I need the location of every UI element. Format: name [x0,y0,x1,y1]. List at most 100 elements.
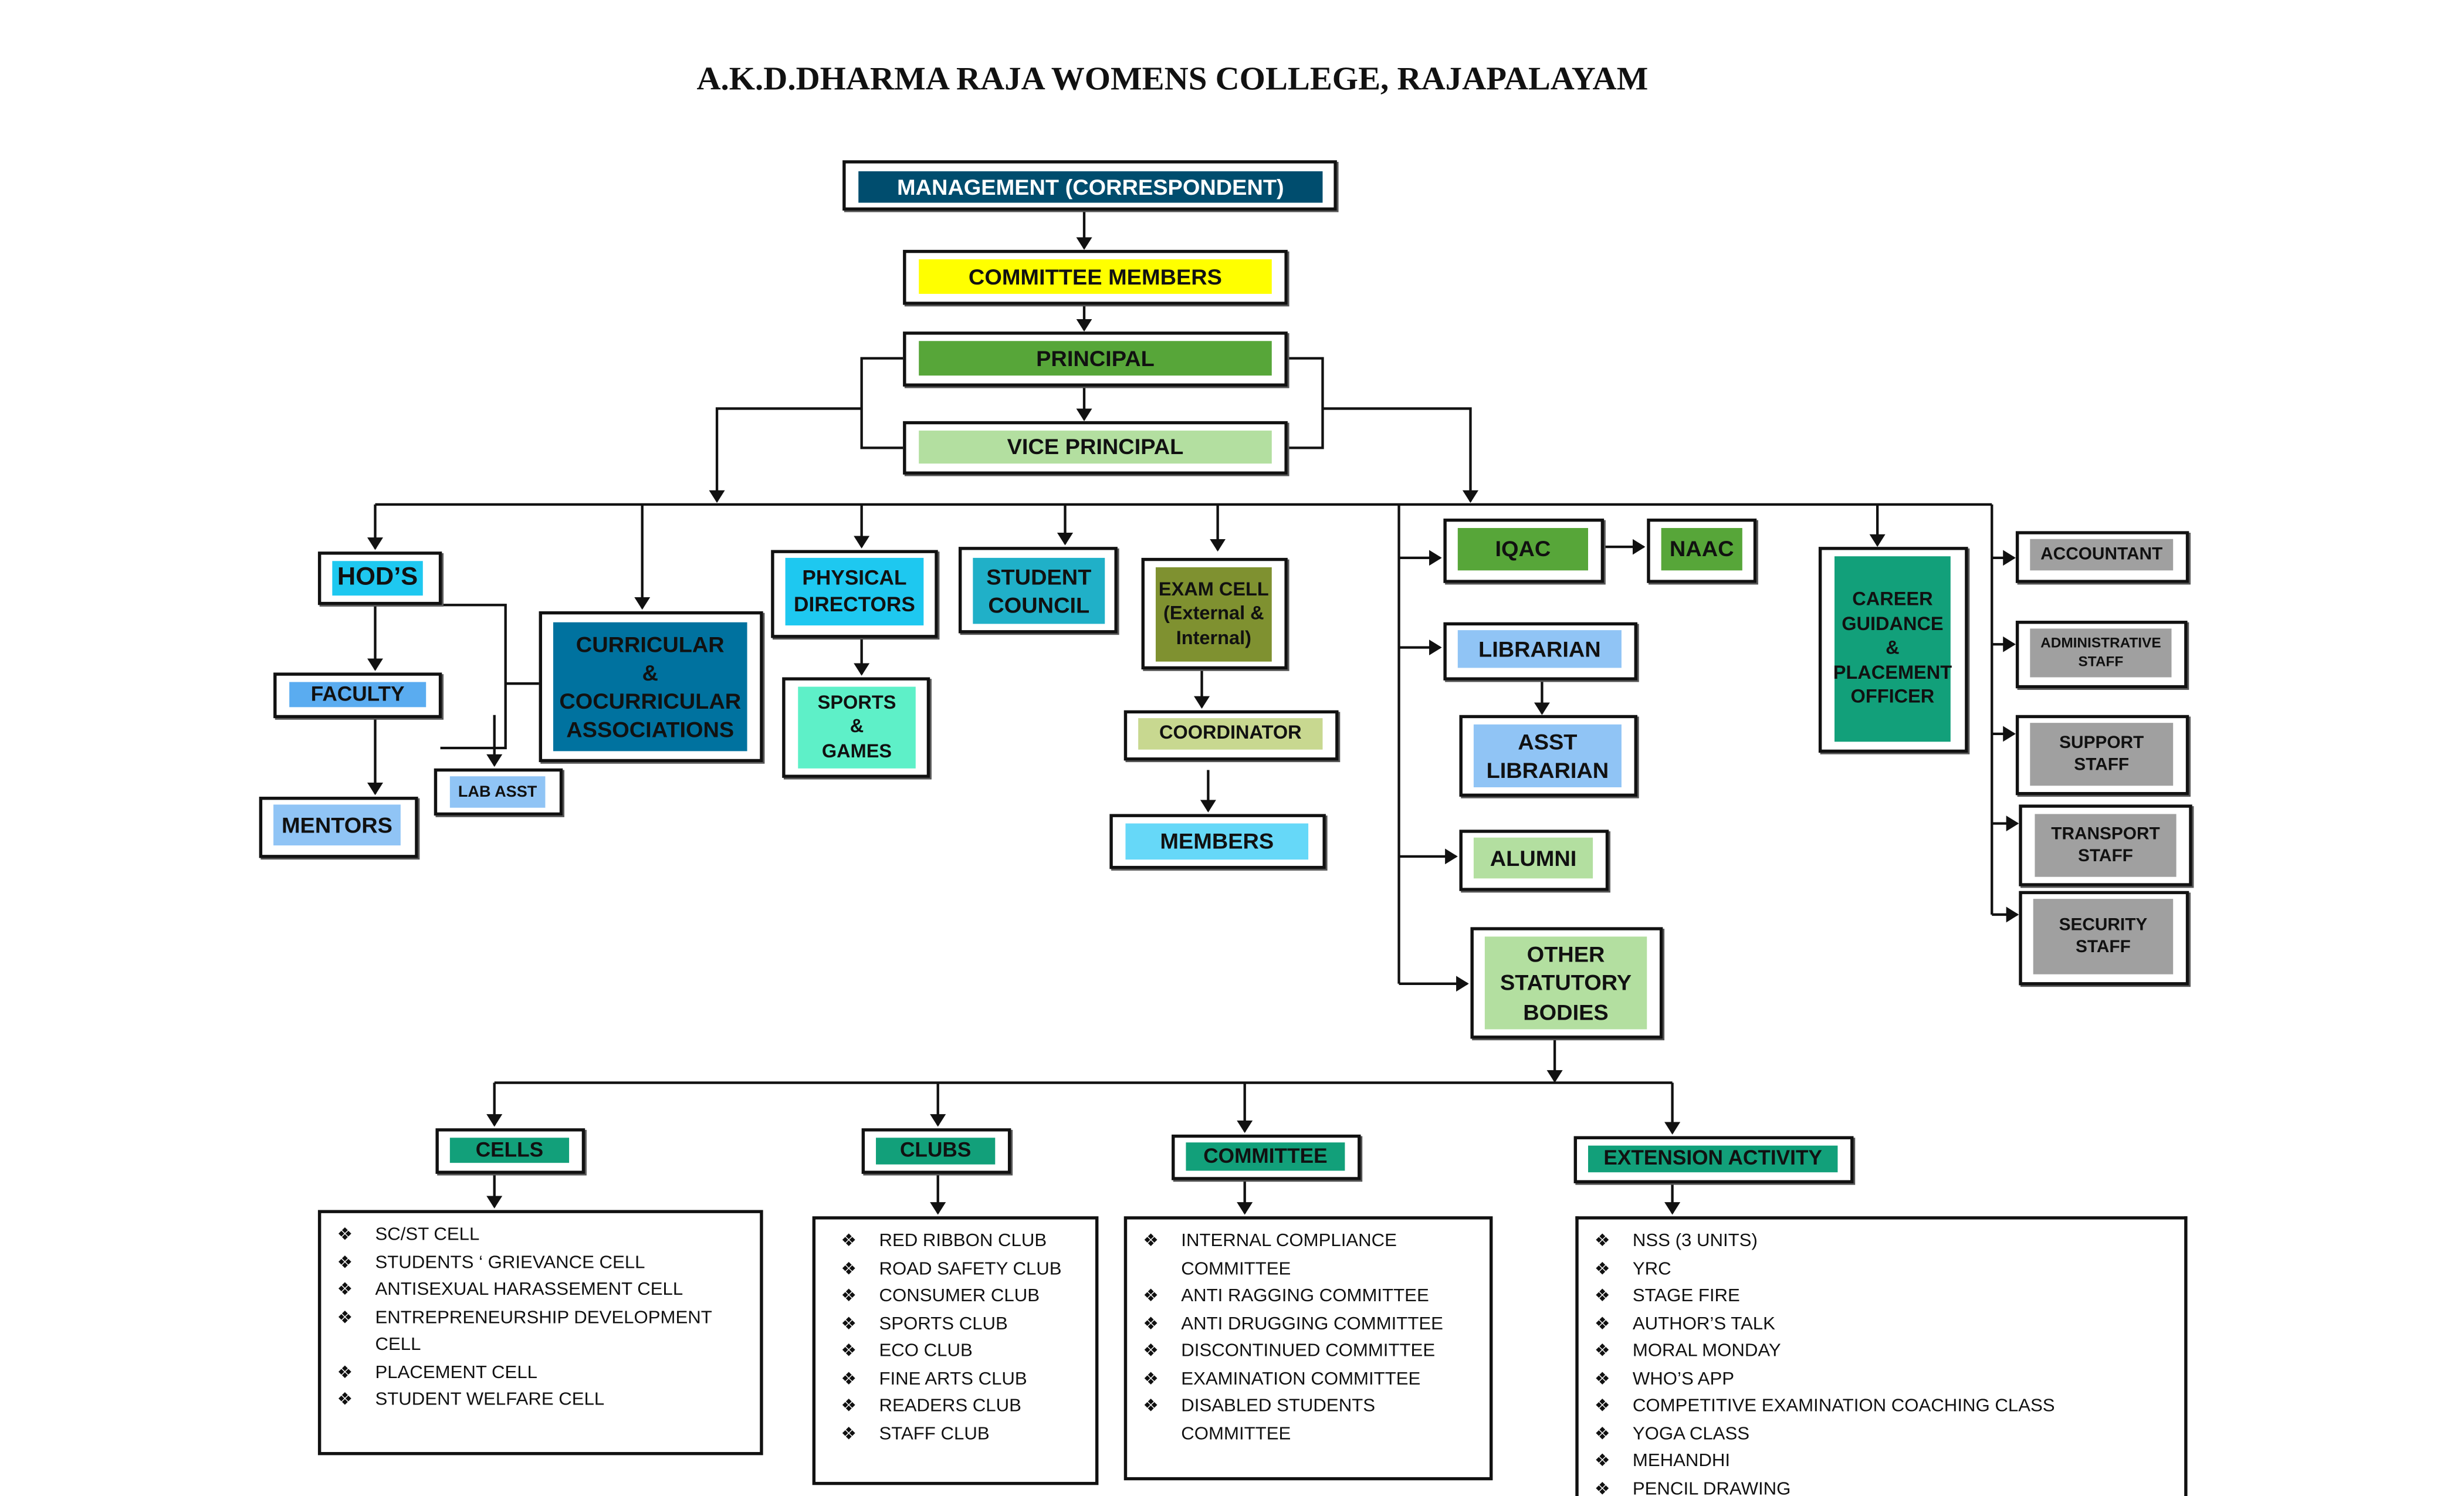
management-label: MANAGEMENT (CORRESPONDENT) [858,171,1323,203]
list-item-text: ROAD SAFETY CLUB [879,1259,1062,1279]
list-item: ❖ANTI RAGGING COMMITTEE [1143,1284,1474,1311]
bullet-icon: ❖ [1143,1369,1159,1389]
list-item-text: STAFF CLUB [879,1424,990,1444]
list-item-text: STAGE FIRE [1632,1287,1740,1306]
bullet-icon: ❖ [337,1253,353,1272]
list-item: ❖ ROAD SAFETY CLUB [841,1257,1079,1284]
list-item-text: MEHANDHI [1632,1452,1731,1471]
bullet-icon: ❖ [1594,1397,1610,1416]
alumni-label: ALUMNI [1473,837,1593,879]
list-item-text: STUDENTS ‘ GRIEVANCE CELL [375,1253,645,1272]
list-item-text: ECO CLUB [879,1342,973,1361]
bullet-icon: ❖ [841,1342,857,1361]
librarian-label: LIBRARIAN [1457,630,1622,668]
list-item-text: FINE ARTS CLUB [879,1369,1027,1389]
bullet-icon: ❖ [337,1281,353,1300]
lab-asst-label: LAB ASST [449,776,546,808]
list-item-text: NSS (3 UNITS) [1632,1232,1758,1251]
principal-label: PRINCIPAL [919,341,1272,376]
list-item: ❖INTERNAL COMPLIANCE COMMITTEE [1143,1229,1474,1284]
list-item: ❖ PENCIL DRAWING [1595,1477,2168,1496]
career-label: CAREER GUIDANCE & PLACEMENT OFFICER [1833,556,1952,742]
list-item-text: PENCIL DRAWING [1632,1479,1791,1496]
page-title: A.K.D.DHARMA RAJA WOMENS COLLEGE, RAJAPA… [696,59,1649,98]
list-item: ❖SC/ST CELL [337,1223,744,1250]
list-item: ❖STAGE FIRE [1595,1284,2168,1311]
list-item: ❖ YRC [1595,1257,2168,1284]
list-item: ❖ MEHANDHI [1595,1449,2168,1477]
list-item: ❖STUDENT WELFARE CELL [337,1387,744,1415]
list-item-text: COMPETITIVE EXAMINATION COACHING CLASS [1632,1397,2055,1416]
list-item: ❖ ECO CLUB [841,1339,1079,1366]
bullet-icon: ❖ [1143,1232,1159,1251]
bullet-icon: ❖ [841,1424,857,1444]
list-item: ❖ MORAL MONDAY [1595,1339,2168,1366]
list-item: ❖WHO’S APP [1595,1366,2168,1394]
committee-label: COMMITTEE [1186,1142,1345,1171]
list-item-text: YRC [1632,1259,1671,1279]
bullet-icon: ❖ [841,1287,857,1306]
cells-label: CELLS [449,1137,570,1163]
bullet-icon: ❖ [1594,1314,1610,1333]
curricular-label: CURRICULAR & COCURRICULAR ASSOCIATIONS [553,622,747,752]
list-item-text: PLACEMENT CELL [375,1363,538,1382]
list-item-text: RED RIBBON CLUB [879,1232,1047,1251]
accountant-label: ACCOUNTANT [2030,539,2174,571]
list-item-text: ENTREPRENEURSHIP DEVELOPMENT CELL [375,1308,712,1355]
list-item-text: MORAL MONDAY [1632,1342,1781,1361]
list-item: ❖YOGA CLASS [1595,1421,2168,1449]
bullet-icon: ❖ [841,1314,857,1333]
bullet-icon: ❖ [1143,1287,1159,1306]
extension-label: EXTENSION ACTIVITY [1588,1145,1838,1173]
list-item: ❖ STAFF CLUB [841,1421,1079,1449]
list-item: ❖ANTISEXUAL HARASSEMENT CELL [337,1278,744,1305]
student-council-label: STUDENT COUNCIL [973,557,1105,624]
list-item: ❖PLACEMENT CELL [337,1360,744,1387]
bullet-icon: ❖ [841,1397,857,1416]
list-item-text: WHO’S APP [1632,1369,1735,1389]
list-item-text: AUTHOR’S TALK [1632,1314,1775,1333]
admin-staff-label: ADMINISTRATIVE STAFF [2030,628,2172,678]
asst-librarian-label: ASST LIBRARIAN [1473,724,1622,787]
bullet-icon: ❖ [1594,1342,1610,1361]
physical-directors-label: PHYSICAL DIRECTORS [785,557,924,626]
list-item-text: EXAMINATION COMMITTEE [1181,1369,1421,1389]
list-item-text: DISABLED STUDENTS COMMITTEE [1181,1397,1376,1444]
bullet-icon: ❖ [841,1259,857,1279]
security-staff-label: SECURITY STAFF [2033,899,2174,974]
bullet-icon: ❖ [1594,1479,1610,1496]
bullet-icon: ❖ [1143,1314,1159,1333]
list-item: ❖ COMPETITIVE EXAMINATION COACHING CLASS [1595,1394,2168,1421]
list-item: ❖DISCONTINUED COMMITTEE [1143,1339,1474,1366]
list-item-text: READERS CLUB [879,1397,1021,1416]
hods-label: HOD’S [332,561,423,596]
bullet-icon: ❖ [1594,1259,1610,1279]
list-item-text: ANTI DRUGGING COMMITTEE [1181,1314,1443,1333]
mentors-label: MENTORS [273,804,401,846]
bullet-icon: ❖ [1594,1452,1610,1471]
naac-label: NAAC [1661,528,1742,571]
extension-list: ❖NSS (3 UNITS)❖YRC❖STAGE FIRE❖AUTHOR’S T… [1575,1216,2188,1496]
committee-members-label: COMMITTEE MEMBERS [919,259,1272,294]
members-label: MEMBERS [1125,823,1309,860]
bullet-icon: ❖ [841,1232,857,1251]
list-item-text: SPORTS CLUB [879,1314,1008,1333]
other-statutory-label: OTHER STATUTORY BODIES [1484,936,1647,1030]
list-item-text: SC/ST CELL [375,1226,480,1245]
list-item-text: DISCONTINUED COMMITTEE [1181,1342,1436,1361]
transport-staff-label: TRANSPORT STAFF [2035,814,2177,877]
list-item: ❖ ANTI DRUGGING COMMITTEE [1143,1311,1474,1339]
cells-list: ❖SC/ST CELL❖STUDENTS ‘ GRIEVANCE CELL❖AN… [317,1210,763,1456]
vice-principal-label: VICE PRINCIPAL [919,430,1272,464]
support-staff-label: SUPPORT STAFF [2030,723,2174,786]
exam-cell-label: EXAM CELL (External & Internal) [1155,567,1272,662]
list-item: ❖ CONSUMER CLUB [841,1284,1079,1311]
list-item: ❖NSS (3 UNITS) [1595,1229,2168,1257]
list-item-text: STUDENT WELFARE CELL [375,1390,605,1410]
list-item: ❖ STUDENTS ‘ GRIEVANCE CELL [337,1250,744,1278]
list-item-text: CONSUMER CLUB [879,1287,1040,1306]
bullet-icon: ❖ [1143,1397,1159,1416]
list-item: ❖ RED RIBBON CLUB [841,1229,1079,1257]
list-item: ❖FINE ARTS CLUB [841,1366,1079,1394]
